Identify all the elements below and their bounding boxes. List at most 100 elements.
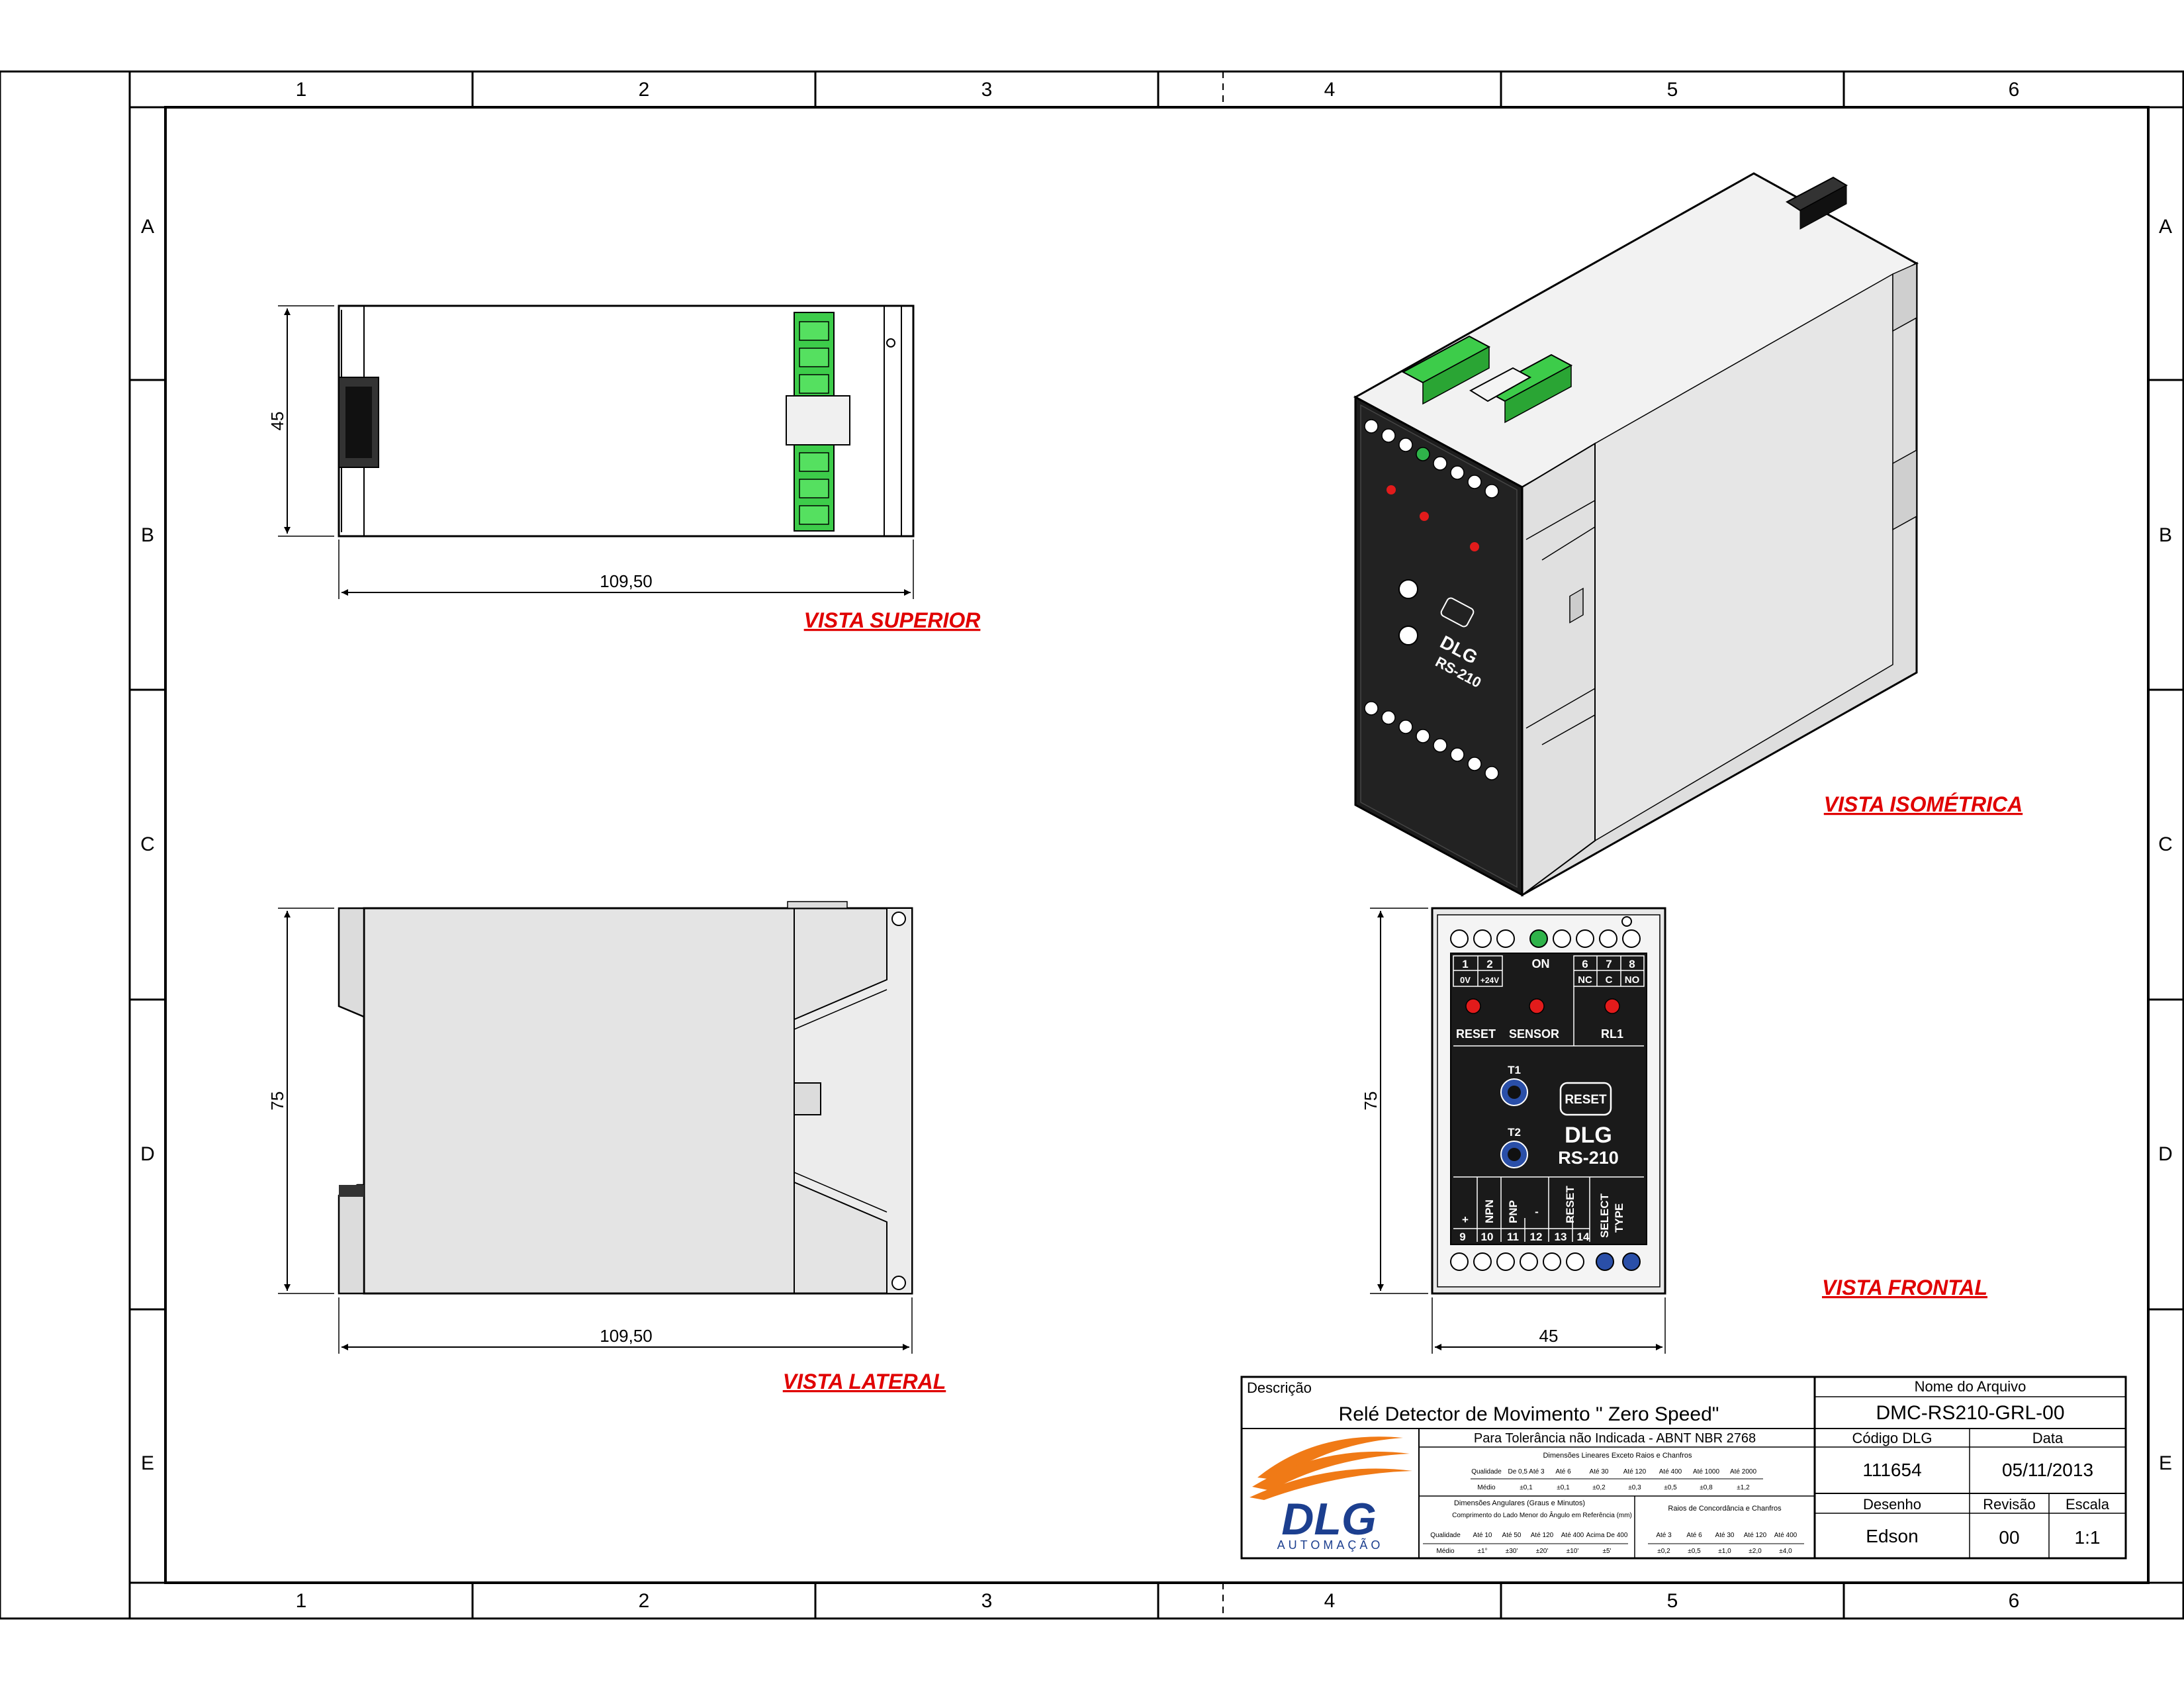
row-label-right: C	[2158, 833, 2173, 855]
svg-text:14: 14	[1577, 1231, 1590, 1243]
col-label-top: 2	[639, 79, 650, 101]
svg-text:7: 7	[1606, 958, 1612, 970]
front-sensor-label: SENSOR	[1509, 1027, 1559, 1041]
front-bottom-screws	[1450, 1252, 1641, 1271]
svg-text:Até 2000: Até 2000	[1730, 1468, 1756, 1476]
svg-text:De 0,5 Até 3: De 0,5 Até 3	[1508, 1468, 1544, 1476]
row-dividers	[130, 379, 2183, 1311]
svg-text:Até 1000: Até 1000	[1693, 1468, 1719, 1476]
logo-text: DLG	[1281, 1494, 1377, 1544]
svg-text:NO: NO	[1625, 974, 1640, 986]
col-label-top: 6	[2009, 79, 2020, 101]
svg-text:±0,3: ±0,3	[1628, 1484, 1641, 1491]
row-labels: A B C D E A B C D E	[140, 216, 2173, 1474]
svg-text:Até 400: Até 400	[1774, 1532, 1797, 1539]
svg-text:13: 13	[1555, 1231, 1567, 1243]
col-label-bottom: 5	[1667, 1590, 1678, 1612]
svg-text:11: 11	[1507, 1231, 1519, 1243]
svg-text:±0,5: ±0,5	[1664, 1484, 1677, 1491]
angular-table: Qualidade Até 10 Até 50 Até 120 Até 400 …	[1430, 1532, 1628, 1555]
col-label-bottom: 2	[639, 1590, 650, 1612]
row-label-right: A	[2159, 216, 2172, 238]
svg-text:±5': ±5'	[1603, 1548, 1612, 1555]
svg-text:+: +	[1462, 1213, 1469, 1226]
col-label-top: 1	[296, 79, 307, 101]
svg-text:Até 400: Até 400	[1659, 1468, 1682, 1476]
row-label-right: D	[2158, 1143, 2173, 1165]
svg-text:NPN: NPN	[1483, 1199, 1496, 1223]
svg-text:±0,5: ±0,5	[1688, 1548, 1701, 1555]
sensor-led	[1529, 998, 1545, 1014]
codigo-value: 111654	[1862, 1460, 1921, 1480]
svg-text:-: -	[1535, 1205, 1539, 1218]
svg-text:Até 120: Até 120	[1744, 1532, 1767, 1539]
svg-text:+24V: +24V	[1480, 976, 1499, 985]
front-top-terminal-grid	[1453, 955, 1645, 1046]
svg-text:±0,2: ±0,2	[1592, 1484, 1606, 1491]
svg-text:Até 50: Até 50	[1502, 1532, 1522, 1539]
angular-sub: Comprimento do Lado Menor do Ângulo em R…	[1452, 1511, 1632, 1519]
row-label-left: A	[141, 216, 154, 238]
border-frame	[128, 70, 2184, 1620]
iso-view: DLG RS-210 VISTA ISOMÉTRICA	[1353, 172, 2023, 897]
svg-text:±0,1: ±0,1	[1520, 1484, 1533, 1491]
front-bottom-terminal-numbers: 9 10 11 12 13 14	[1459, 1231, 1590, 1243]
data-value: 05/11/2013	[2002, 1460, 2093, 1480]
svg-text:Até 30: Até 30	[1590, 1468, 1609, 1476]
svg-text:±4,0: ±4,0	[1779, 1548, 1792, 1555]
front-view-width-dim: 45	[1539, 1326, 1559, 1346]
col-label-top: 3	[981, 79, 993, 101]
logo-sub: AUTOMAÇÃO	[1277, 1538, 1384, 1552]
front-view-label: VISTA FRONTAL	[1822, 1276, 1987, 1299]
svg-text:Até 10: Até 10	[1473, 1532, 1492, 1539]
front-rl1-label: RL1	[1601, 1027, 1623, 1041]
svg-text:Acima De 400: Acima De 400	[1586, 1532, 1628, 1539]
side-view-width-dim: 109,50	[600, 1326, 653, 1346]
svg-text:±1°: ±1°	[1477, 1548, 1487, 1555]
revisao-value: 00	[1999, 1527, 2019, 1548]
raios-table: Até 3 Até 6 Até 30 Até 120 Até 400 ±0,2 …	[1656, 1532, 1797, 1555]
nome-arquivo-value: DMC-RS210-GRL-00	[1876, 1402, 2064, 1424]
rl1-led	[1604, 998, 1620, 1014]
front-bottom-terminal-grid	[1453, 1176, 1644, 1242]
svg-text:±1,2: ±1,2	[1737, 1484, 1750, 1491]
linear-header: Dimensões Lineares Exceto Raios e Chanfr…	[1543, 1452, 1692, 1460]
front-brand: DLG	[1565, 1123, 1612, 1148]
front-reset-label: RESET	[1456, 1027, 1496, 1041]
tolerancia-text: Para Tolerância não Indicada - ABNT NBR …	[1474, 1431, 1756, 1446]
svg-text:±0,8: ±0,8	[1700, 1484, 1713, 1491]
svg-text:±1,0: ±1,0	[1718, 1548, 1731, 1555]
side-view: 75 109,50 VISTA LATERAL	[267, 901, 946, 1393]
top-view-terminals	[786, 312, 850, 532]
svg-text:±10': ±10'	[1567, 1548, 1579, 1555]
svg-text:2: 2	[1486, 958, 1492, 970]
svg-text:PNP: PNP	[1507, 1200, 1520, 1223]
svg-text:Até 30: Até 30	[1715, 1532, 1735, 1539]
reset-button[interactable]	[1559, 1082, 1612, 1116]
svg-text:Médio: Médio	[1436, 1548, 1455, 1555]
top-view-width-dim: 109,50	[600, 571, 653, 591]
front-view-height-dim: 75	[1361, 1092, 1381, 1111]
col-label-top: 4	[1324, 79, 1336, 101]
svg-text:6: 6	[1582, 958, 1588, 970]
row-label-right: B	[2159, 524, 2172, 546]
angular-header: Dimensões Angulares (Graus e Minutos)	[1454, 1499, 1585, 1507]
svg-text:C: C	[1606, 974, 1613, 986]
svg-text:Qualidade: Qualidade	[1471, 1468, 1502, 1476]
svg-text:8: 8	[1629, 958, 1635, 970]
title-block: Descrição Relé Detector de Movimento " Z…	[1240, 1376, 2127, 1560]
row-label-right: E	[2159, 1452, 2172, 1474]
svg-text:Até 6: Até 6	[1555, 1468, 1571, 1476]
front-on-label: ON	[1532, 957, 1550, 970]
svg-text:SELECT: SELECT	[1598, 1193, 1611, 1238]
reset-led	[1465, 998, 1481, 1014]
front-top-screws	[1450, 929, 1641, 948]
front-view: 1 2 6 7 8 0V +24V NC C NO ON RESET SENSO…	[1361, 907, 1987, 1354]
desenho-value: Edson	[1866, 1526, 1918, 1546]
row-label-left: C	[140, 833, 155, 855]
svg-text:9: 9	[1459, 1231, 1465, 1243]
svg-text:Até 120: Até 120	[1531, 1532, 1554, 1539]
svg-text:±30': ±30'	[1506, 1548, 1518, 1555]
raios-header: Raios de Concordância e Chanfros	[1668, 1505, 1782, 1513]
row-label-left: D	[140, 1143, 155, 1165]
